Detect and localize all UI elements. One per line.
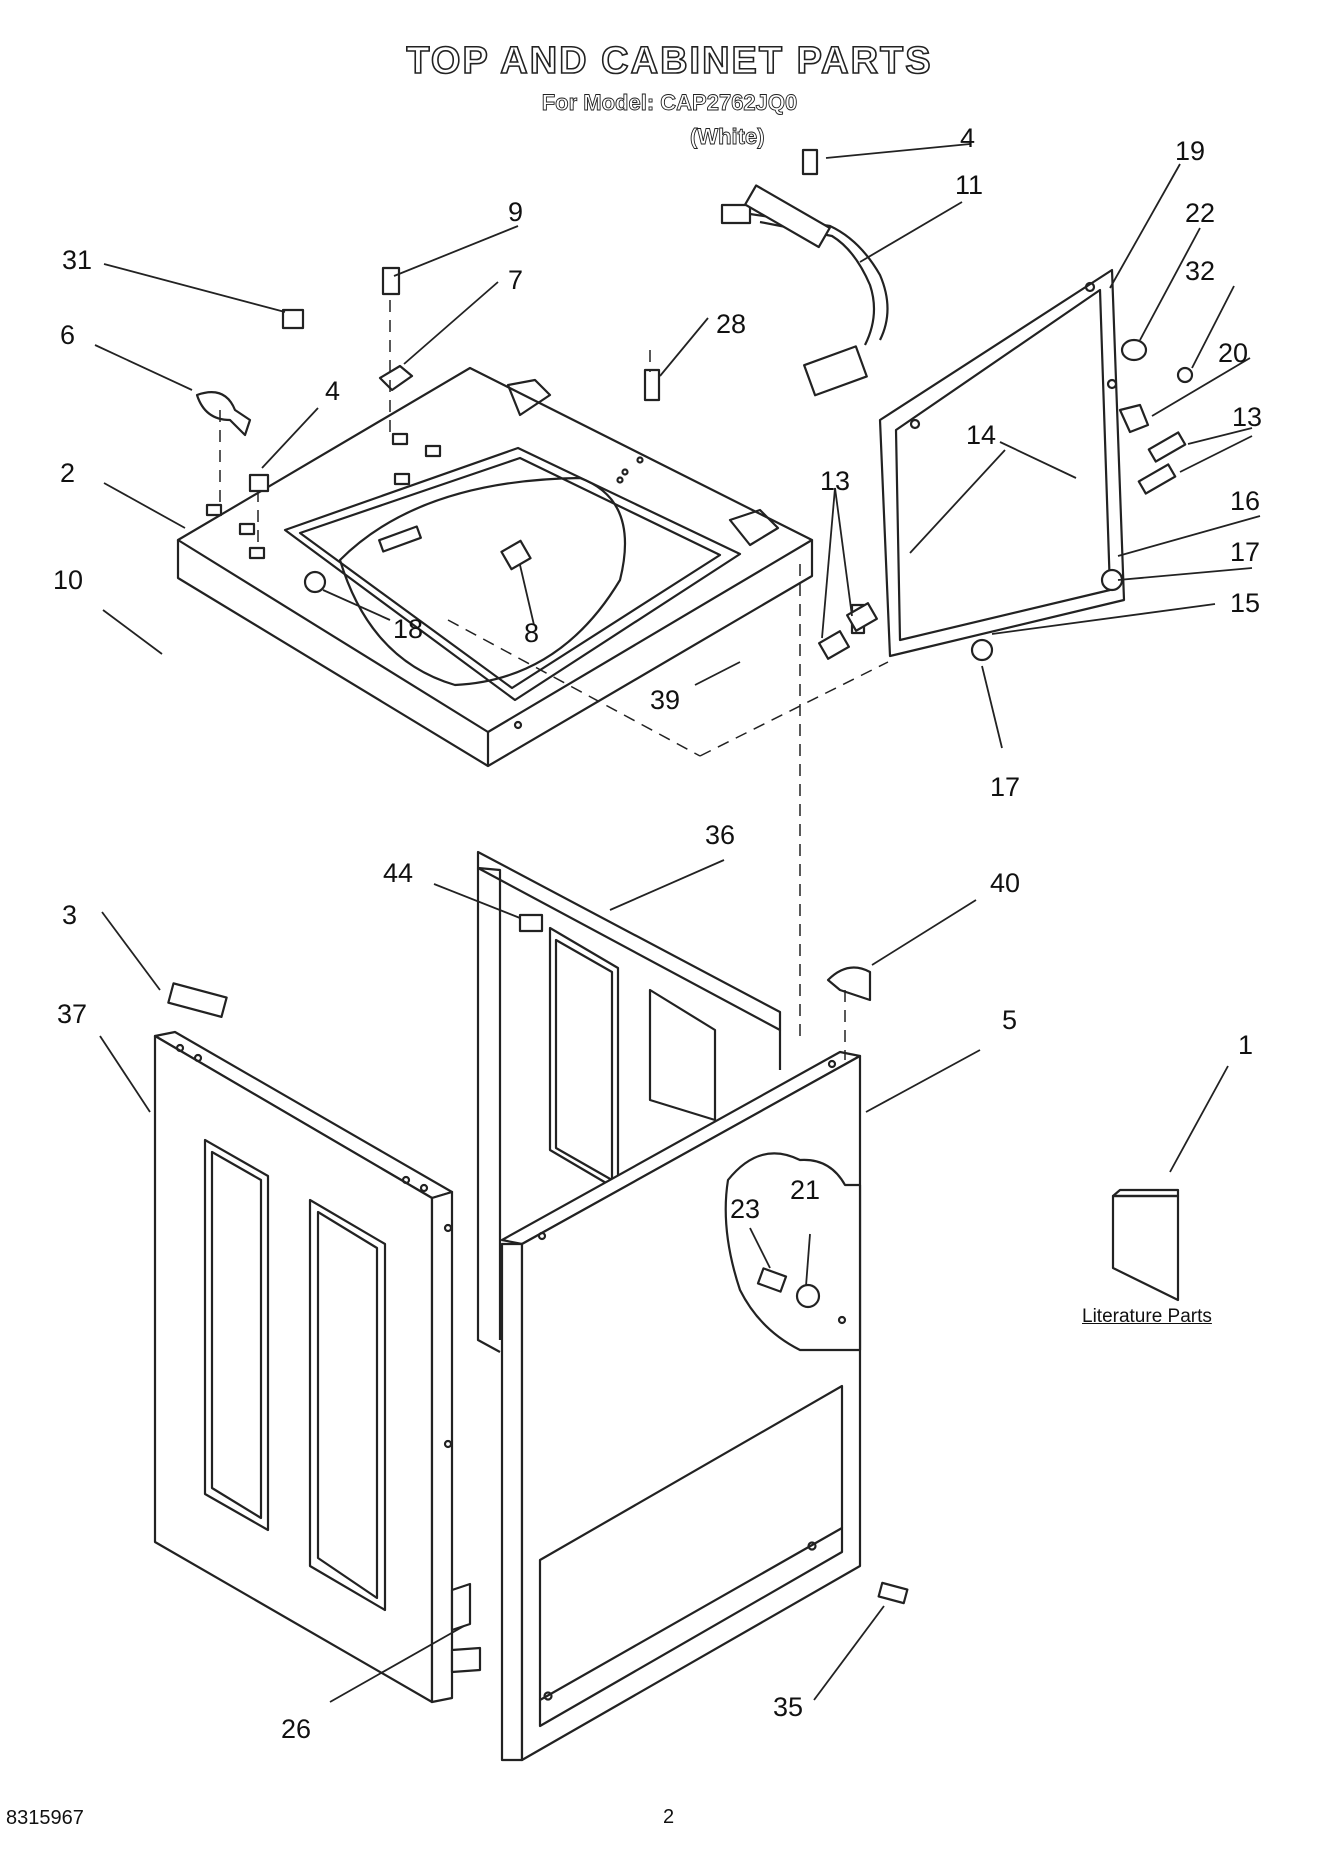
callout-label: 4 bbox=[325, 376, 341, 406]
callout-label: 10 bbox=[53, 565, 84, 595]
callout-label: 11 bbox=[955, 170, 984, 200]
callout-label: 22 bbox=[1185, 198, 1216, 228]
callout-label: 2 bbox=[60, 458, 76, 488]
callout-label: 26 bbox=[281, 1714, 312, 1744]
callout-label: 17 bbox=[990, 772, 1021, 802]
callout-label: 8 bbox=[524, 618, 540, 648]
callout-label: 28 bbox=[716, 309, 747, 339]
callout-label: 31 bbox=[62, 245, 93, 275]
callout-label: 14 bbox=[966, 420, 997, 450]
callout-label: 20 bbox=[1218, 338, 1249, 368]
callout-label: 36 bbox=[705, 820, 736, 850]
alignment-lines bbox=[219, 300, 889, 1060]
cabinet-left-side bbox=[153, 1030, 482, 1704]
callout-label: 40 bbox=[990, 868, 1021, 898]
color-line: (White) bbox=[690, 124, 765, 150]
callout-label: 3 bbox=[62, 900, 78, 930]
callout-label: 4 bbox=[960, 123, 976, 153]
small-parts bbox=[167, 148, 1194, 1605]
callout-label: 6 bbox=[60, 320, 76, 350]
console-frame bbox=[878, 268, 1126, 658]
callout-label: 1 bbox=[1238, 1030, 1254, 1060]
callout-label: 13 bbox=[820, 466, 851, 496]
wire-harness bbox=[720, 184, 889, 397]
callout-label: 5 bbox=[1002, 1005, 1018, 1035]
callout-label: 35 bbox=[773, 1692, 804, 1722]
page-title: TOP AND CABINET PARTS bbox=[406, 39, 933, 83]
callout-label: 39 bbox=[650, 685, 681, 715]
callout-label: 44 bbox=[383, 858, 414, 888]
callout-label: 18 bbox=[393, 614, 424, 644]
callout-label: 19 bbox=[1175, 136, 1206, 166]
callout-label: 23 bbox=[730, 1194, 761, 1224]
literature-parts-label: Literature Parts bbox=[1082, 1306, 1212, 1327]
callout-label: 16 bbox=[1230, 486, 1261, 516]
callout-label: 9 bbox=[508, 197, 524, 227]
doc-number: 8315967 bbox=[6, 1807, 84, 1829]
callout-label: 17 bbox=[1230, 537, 1261, 567]
callout-label: 7 bbox=[508, 265, 524, 295]
page-number: 2 bbox=[663, 1806, 675, 1828]
callout-label: 13 bbox=[1232, 402, 1263, 432]
leader-lines bbox=[94, 143, 1261, 1703]
callout-label: 32 bbox=[1185, 256, 1216, 286]
literature-booklet bbox=[1111, 1188, 1180, 1302]
callout-label: 37 bbox=[57, 999, 88, 1029]
callout-label: 15 bbox=[1230, 588, 1261, 618]
washer-top-panel bbox=[176, 366, 814, 768]
model-line: For Model: CAP2762JQ0 bbox=[541, 90, 798, 116]
callout-label: 21 bbox=[790, 1175, 821, 1205]
cabinet-front bbox=[500, 1050, 862, 1762]
